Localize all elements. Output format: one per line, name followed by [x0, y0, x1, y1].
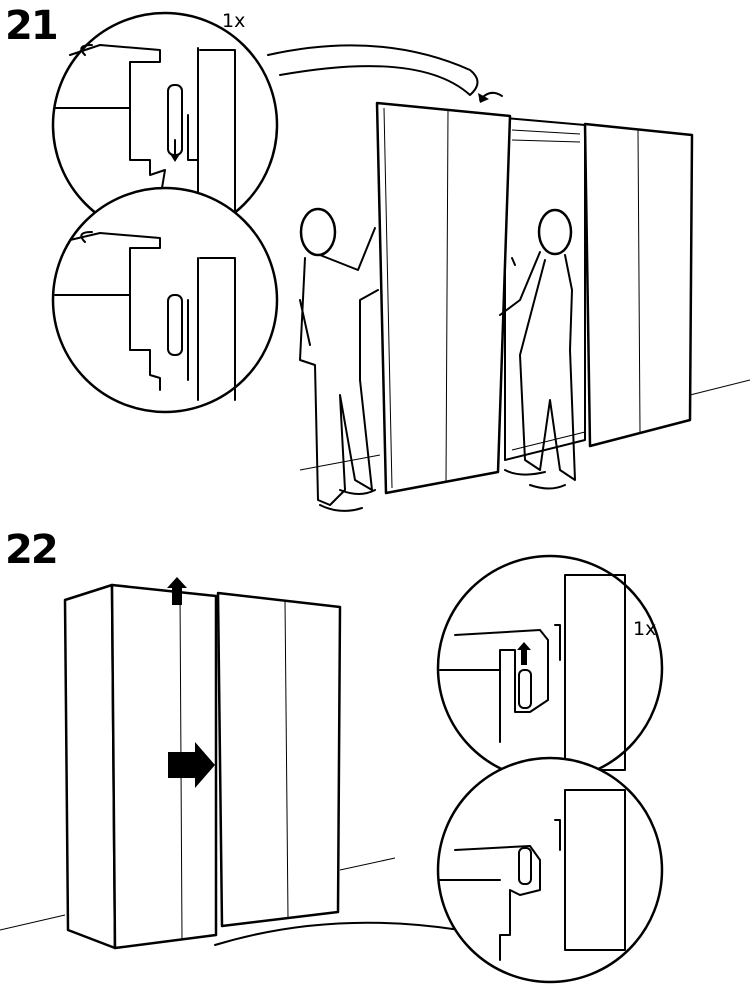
detail-callout-leader [214, 921, 461, 946]
right-door [216, 591, 342, 928]
person-right [499, 208, 576, 490]
detail-circle-22-after [436, 756, 664, 984]
step-number-22: 22 [5, 527, 59, 573]
detail-circle-22-before [436, 554, 664, 782]
wardrobe-side-panel [63, 583, 117, 950]
step-22-scene [0, 554, 664, 984]
quantity-label-22: 1x [633, 618, 657, 640]
detail-circle-21-after [51, 186, 279, 414]
up-arrow-icon [517, 642, 531, 665]
floor-line [0, 857, 396, 931]
quantity-label-21: 1x [222, 10, 246, 32]
step-number-21: 21 [5, 3, 59, 49]
left-door [375, 101, 512, 495]
person-left [299, 207, 379, 512]
step-21-scene [51, 11, 750, 512]
floor-line [299, 379, 750, 471]
detail-callout-leader [267, 44, 479, 96]
right-door [583, 122, 694, 448]
up-arrow-icon [167, 577, 187, 605]
detail-circle-21-before [51, 11, 279, 239]
right-arrow-icon [168, 742, 215, 788]
